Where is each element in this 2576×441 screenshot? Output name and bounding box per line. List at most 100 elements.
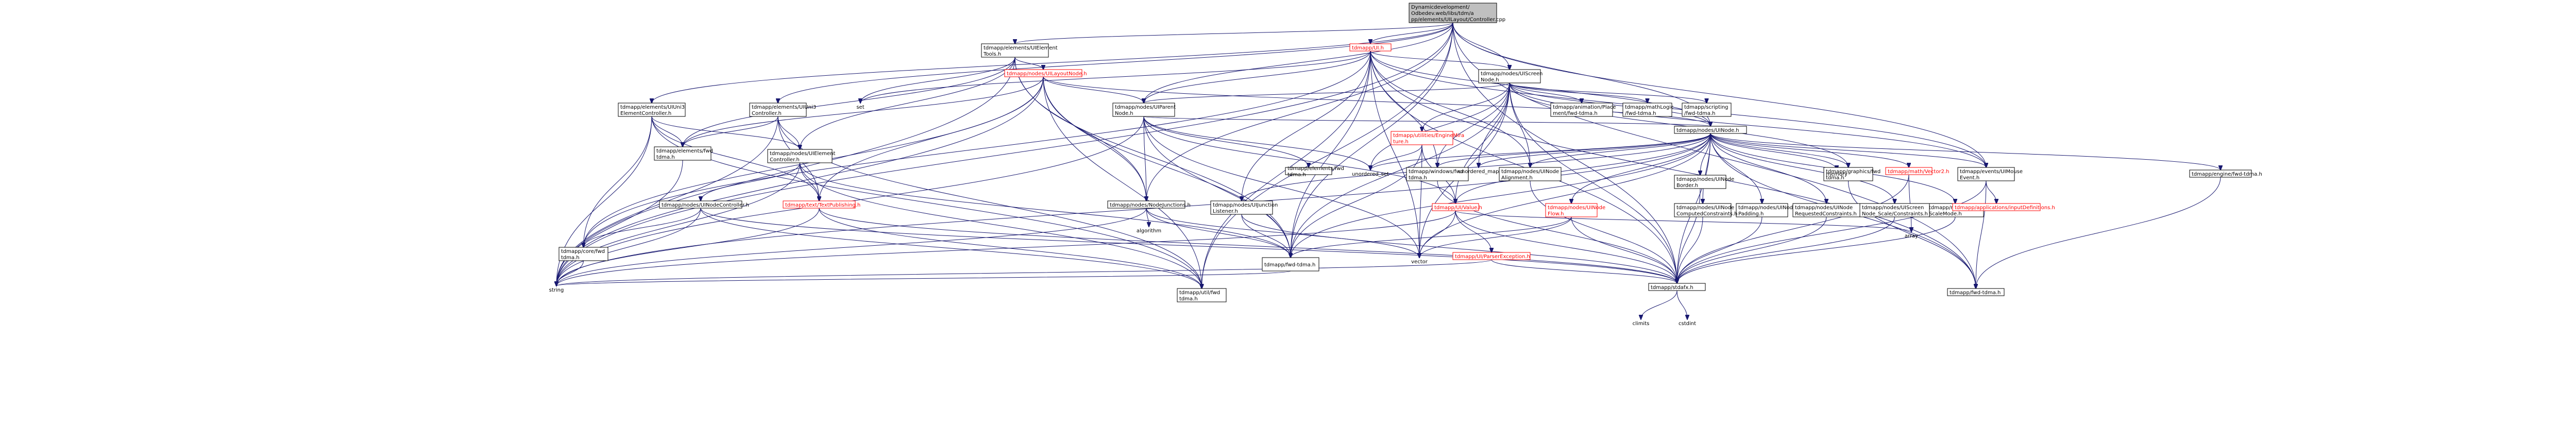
edge-ui_node_h-to-math_vector [1710, 133, 1909, 167]
node-box [1210, 200, 1273, 215]
node-box [1550, 103, 1613, 117]
node-tdma-fwd-bottom[interactable]: tdmapp/fwd-tdma.h [1947, 288, 2005, 296]
node-box [1478, 69, 1541, 83]
node-ui-value[interactable]: tdmapp/UI/Value.h [1432, 203, 1482, 211]
node-label-line: tdma.h [1287, 172, 1306, 178]
edge-line [1370, 50, 1530, 167]
edge-line [1530, 133, 1711, 167]
node-scripting-fwd[interactable]: tdmapp/scripting/fwd-tdma.h [1682, 103, 1732, 117]
node-gui-elem[interactable]: tdmapp/elements/UIUni3ElementController.… [618, 103, 686, 117]
node-label-line: RequestedConstraints.h [1795, 211, 1857, 217]
edge-ui_parent-to-fwd_tdma [1143, 116, 1291, 258]
edge-line [1710, 133, 1837, 170]
edge-ui_value-to-string [556, 210, 1456, 286]
node-box [558, 247, 608, 261]
edge-ui_screen-to-animation_fwd [1509, 82, 1582, 103]
node-fwd-tdma[interactable]: tdmapp/fwd-tdma.h [1262, 257, 1319, 272]
edge-line [1509, 82, 1530, 167]
node-ui-h[interactable]: tdmapp/UI.h [1349, 43, 1392, 52]
node-label-line: tdmapp/nodes/UINode.h [1676, 128, 1739, 133]
edge-node_scaling-to-stdafx [1677, 216, 1895, 283]
node-math-fwd[interactable]: tdmapp/mathLogic/fwd-tdma.h [1622, 103, 1673, 117]
edge-ui_screen-to-scripting_fwd [1509, 82, 1707, 103]
edge-ui_error-to-stdafx [1491, 259, 1677, 283]
edge-ui_screen-to-ui_value [1455, 82, 1510, 203]
edge-line [1641, 290, 1677, 319]
edge-ui_flow-to-fwd_tdma [1291, 216, 1572, 258]
edge-ui_screen-to-unordered_set [1370, 82, 1510, 170]
edge-line [1146, 22, 1453, 201]
node-engine-fwd2[interactable]: tdmapp/engine/fwd-tdma.h [2189, 169, 2262, 178]
node-label-line: tdma.h [656, 155, 675, 160]
node-box [1107, 200, 1185, 209]
node-node-junctions[interactable]: tdmapp/nodes/NodeJunctions.h [1107, 200, 1191, 209]
node-ui-node-ctrl[interactable]: tdmapp/nodes/UINodeController.h [659, 200, 749, 209]
edge-layout_ctrl_h-to-set [860, 57, 1015, 103]
node-box [618, 103, 686, 117]
edge-mouse_event-to-tdma_fwd_bottom [1976, 180, 1987, 289]
node-ui-node-h[interactable]: tdmapp/nodes/UINode.h [1674, 126, 1747, 134]
nodes-layer: Dynamicdevelopment/Odbedev.web/libs/tdm/… [549, 3, 2262, 327]
node-ui-error[interactable]: tdmapp/UI/ParserException.h [1452, 252, 1531, 260]
node-text-publishing[interactable]: tdmapp/text/TextPublishing.h [783, 200, 860, 209]
edge-line [683, 76, 1044, 147]
edge-line [1202, 22, 1453, 289]
node-input-pointer[interactable]: tdmapp/applications/inputDefinitions.h [1952, 203, 2055, 211]
edge-line [1571, 216, 1677, 283]
edge-line [1291, 144, 1422, 258]
edge-root-to-string [556, 22, 1453, 286]
edge-line [1986, 180, 1996, 203]
edge-ui_junction-to-stdafx [1241, 214, 1677, 283]
edge-line [1677, 216, 1703, 283]
edge-line [1530, 180, 1677, 283]
edge-line [1146, 208, 1291, 258]
edge-line [556, 270, 1291, 286]
node-label-line: tdmapp/nodes/UILayoutNode.h [1007, 71, 1087, 77]
edge-line [1291, 216, 1572, 258]
edge-ui_element_ctrl-to-ui_node_ctrl [701, 162, 800, 201]
node-math-vector[interactable]: tdmapp/math/Vector2.h [1885, 167, 1949, 175]
edge-line [1452, 22, 1510, 70]
edge-ui_node_h-to-windows_fwd [1437, 133, 1711, 167]
edge-ui_node_h-to-vector [1419, 133, 1711, 258]
edge-ui_screen-to-utilities_engine [1422, 82, 1510, 131]
node-stdafx[interactable]: tdmapp/stdafx.h [1648, 283, 1706, 291]
node-node-scaling[interactable]: tdmapp/nodes/UIScreenNode_Scale/Constrai… [1859, 203, 1930, 217]
node-ui-required[interactable]: tdmapp/nodes/UINodeRequestedConstraints.… [1792, 203, 1860, 217]
node-box [1406, 167, 1469, 181]
edge-engine_fwd2-to-tdma_fwd_bottom [1976, 177, 2221, 289]
node-box [1391, 131, 1453, 145]
node-string: string [549, 287, 564, 293]
node-label-line: tdmapp/nodes/UINode [1795, 205, 1853, 211]
node-label-line: /fwd-tdma.h [1625, 111, 1656, 116]
edge-ui_node_h-to-unordered_map [1479, 133, 1711, 167]
node-ui-layout-node[interactable]: tdmapp/nodes/UILayoutNode.h [1004, 69, 1087, 77]
edge-line [1419, 133, 1711, 258]
node-box [1674, 175, 1726, 189]
edge-line [584, 208, 701, 247]
edge-ui_layout_node-to-text_publishing [819, 76, 1044, 201]
node-root[interactable]: Dynamicdevelopment/Odbedev.web/libs/tdm/… [1409, 3, 1505, 23]
edge-mouse_event-to-stdafx [1677, 180, 1987, 283]
